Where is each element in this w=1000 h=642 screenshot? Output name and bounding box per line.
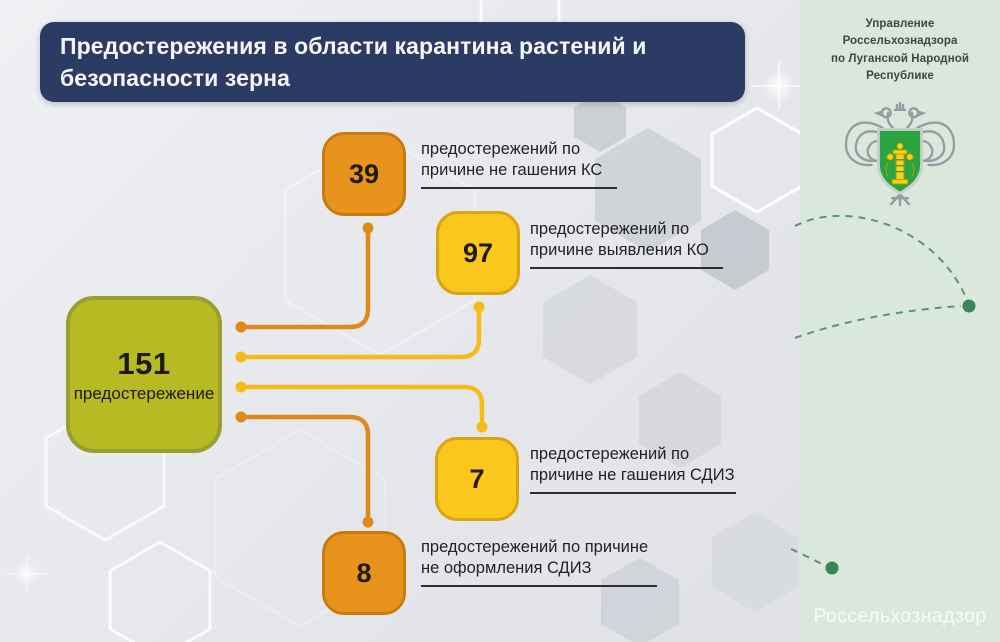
total-label: предостережение: [73, 383, 215, 403]
branch-label-sdiz-oformlenie: предостережений по причине не оформления…: [421, 537, 657, 587]
org-title-line: Республике: [866, 69, 934, 82]
sparkle: [751, 62, 800, 110]
page-title: Предостережения в области карантина раст…: [60, 32, 647, 91]
branch-label-ko: предостережений по причине выявления КО: [530, 219, 723, 269]
branch-value: 8: [356, 557, 372, 588]
branch-value: 97: [462, 237, 494, 268]
rosselkhoznadzor-eagle-emblem-icon: [844, 101, 956, 206]
org-title-line: по Луганской Народной: [830, 52, 970, 65]
branch-label-sdiz-gashenie: предостережений по причине не гашения СД…: [530, 444, 736, 494]
sparkle: [7, 556, 47, 592]
branch-label-ks: предостережений по причине не гашения КС: [421, 139, 617, 189]
total-value: 151: [117, 345, 171, 381]
header-banner: Предостережения в области карантина раст…: [40, 22, 745, 102]
total-warnings-node: 151 предостережение: [66, 296, 222, 453]
org-title-line: Управление: [865, 18, 935, 30]
branch-node-sdiz-oformlenie: 8: [322, 531, 406, 615]
org-side-panel: Управление Россельхознадзора по Луганско…: [800, 0, 1000, 642]
org-title-line: Россельхознадзора: [842, 35, 958, 48]
branch-value: 7: [469, 463, 485, 494]
branch-value: 39: [348, 158, 380, 189]
branch-node-sdiz-gashenie: 7: [435, 437, 519, 521]
rosselkhoznadzor-watermark: Россельхознадзор: [813, 605, 987, 627]
branch-node-ko: 97: [436, 211, 520, 295]
org-title: Управление Россельхознадзора по Луганско…: [806, 16, 994, 85]
branch-node-ks: 39: [322, 132, 406, 216]
